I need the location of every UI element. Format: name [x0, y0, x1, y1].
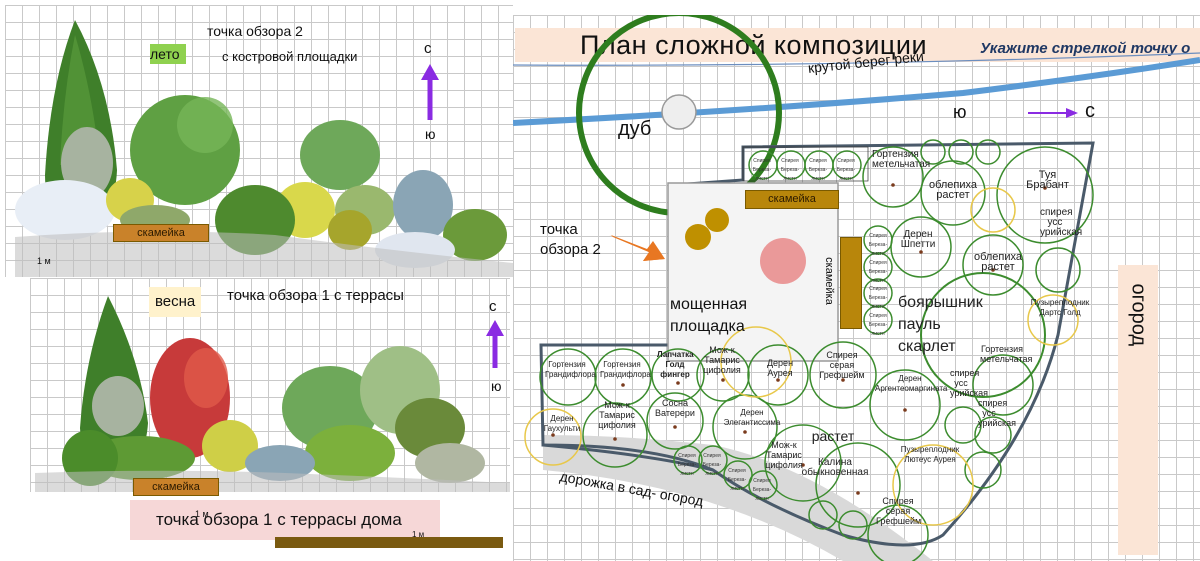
plant-label: Гортензия Грандифлора [600, 360, 651, 379]
plant-label: Сосна Ватерери [655, 398, 695, 418]
plan-bench-side [840, 237, 862, 329]
plant-label: боярышник пауль скарлет [898, 294, 983, 355]
paved-area-label: мощенная площадка [670, 296, 748, 335]
plan-bench-top: скамейка [745, 190, 839, 209]
small-plant-label: Спирея Береза- листн [780, 158, 800, 182]
small-plant-label: Спирея Береза- листн [868, 286, 888, 310]
spring-north-label: с [489, 298, 497, 315]
plant-label: Мож-к Тамарис цифолия [703, 345, 741, 375]
fire-pit [760, 238, 806, 284]
summer-north-arrow-icon [421, 64, 439, 120]
spring-planting-illustration [35, 296, 510, 492]
plant-label: спирея усс урийская [950, 368, 988, 398]
spring-view-title: точка обзора 1 с террасы [227, 287, 404, 304]
small-plant-label: Спирея Береза- листн [702, 453, 722, 477]
plant-label: Дерен Аурея [766, 358, 794, 378]
small-plant-label: Спирея Береза- листн [868, 260, 888, 284]
plant-label: растет [811, 428, 855, 444]
vegetable-garden-box [1118, 265, 1158, 555]
spring-south-label: ю [491, 378, 502, 394]
plant-label: Туя Брабант [1026, 169, 1069, 191]
spring-scale-label: 1 м [195, 509, 209, 519]
spring-season-label: весна [155, 293, 196, 310]
plan-title-bar [515, 28, 1200, 62]
plant-label: Дерен Шпетти [900, 229, 936, 250]
viewpoint-2-label: точка обзора 2 [540, 221, 601, 258]
oak-label: дуб [618, 118, 652, 140]
small-plant-label: Спирея Береза- листн [868, 313, 888, 337]
small-plant-label: Спирея Береза- листн [836, 158, 856, 182]
bottom-caption: точка обзора 1 с террасы дома [156, 510, 402, 529]
small-plant-label: Спирея Береза- листн [808, 158, 828, 182]
plan-south-label: ю [953, 102, 967, 122]
summer-scale-label: 1 м [37, 256, 51, 266]
caption-pink-strip [130, 500, 440, 540]
summer-bench: скамейка [113, 224, 209, 242]
plant-label: спирея усс урийская [1040, 207, 1083, 238]
plant-label: Дерен Аргентеомаргината [875, 374, 948, 393]
caption-dark-bar [275, 537, 503, 548]
plant-label: Дерен Элегантиссима [723, 408, 781, 427]
summer-south-label: ю [425, 126, 436, 142]
plant-label: Гортензия метельчатая [980, 344, 1033, 364]
plant-label: спирея усс урийская [978, 398, 1016, 428]
small-plant-label: Спирея Береза- листн [868, 233, 888, 257]
summer-view-subtitle: с костровой площадки [222, 49, 358, 64]
plant-label: Мож-к Тамарис цифолия [765, 440, 803, 470]
small-plant-label: Спирея Береза- листн [727, 468, 747, 492]
plan-north-label: с [1085, 100, 1095, 122]
spring-north-arrow-icon [486, 320, 504, 368]
paved-area [667, 182, 839, 362]
plant-label: облепиха растет [973, 251, 1023, 273]
spring-bench: скамейка [133, 478, 219, 496]
summer-season-label: лето [150, 46, 180, 62]
summer-view-title: точка обзора 2 [207, 23, 303, 39]
garden-path [543, 435, 933, 561]
small-plant-label: Спирея Береза- листн [752, 158, 772, 182]
plant-label: Спирея серая Грефшейм [819, 350, 865, 380]
plant-label: Гортензия метельчатая [872, 149, 931, 170]
small-plant-label: Спирея Береза- листн [752, 478, 772, 502]
plant-label: Пузыреплодник Дартс Голд [1030, 298, 1090, 317]
bed-outline [539, 141, 1095, 547]
small-plant-label: Спирея Береза- листн [677, 453, 697, 477]
plant-label: Гортензия Грандифлора [545, 360, 596, 379]
vegetable-garden-label: огород [1127, 283, 1150, 347]
summer-planting-illustration [15, 20, 513, 277]
plant-label: Спирея серая Грефшейм [876, 496, 922, 526]
oak-trunk [661, 94, 697, 130]
spring-season-badge [149, 287, 201, 317]
plant-label: облепиха растет [928, 179, 978, 201]
plant-label: Лапчатка Голд фингер [657, 350, 694, 379]
spring-scale-label-2: 1 м [412, 530, 425, 539]
summer-north-label: с [424, 40, 432, 57]
plan-bench-side-label: скамейка [822, 257, 835, 305]
plant-label: Мож-к Тамарис цифолия [598, 400, 636, 430]
plant-label: Пузыреплодник Лютеус Аурея [900, 445, 960, 464]
plant-label: Дерен Гаухульти [543, 414, 581, 433]
plan-drawing [513, 15, 1200, 561]
plant-label: Калина обыкновенная [801, 457, 869, 478]
plan-subtitle: Укажите стрелкой точку о [980, 40, 1191, 57]
summer-season-badge [150, 44, 186, 64]
river-line [513, 57, 1200, 126]
